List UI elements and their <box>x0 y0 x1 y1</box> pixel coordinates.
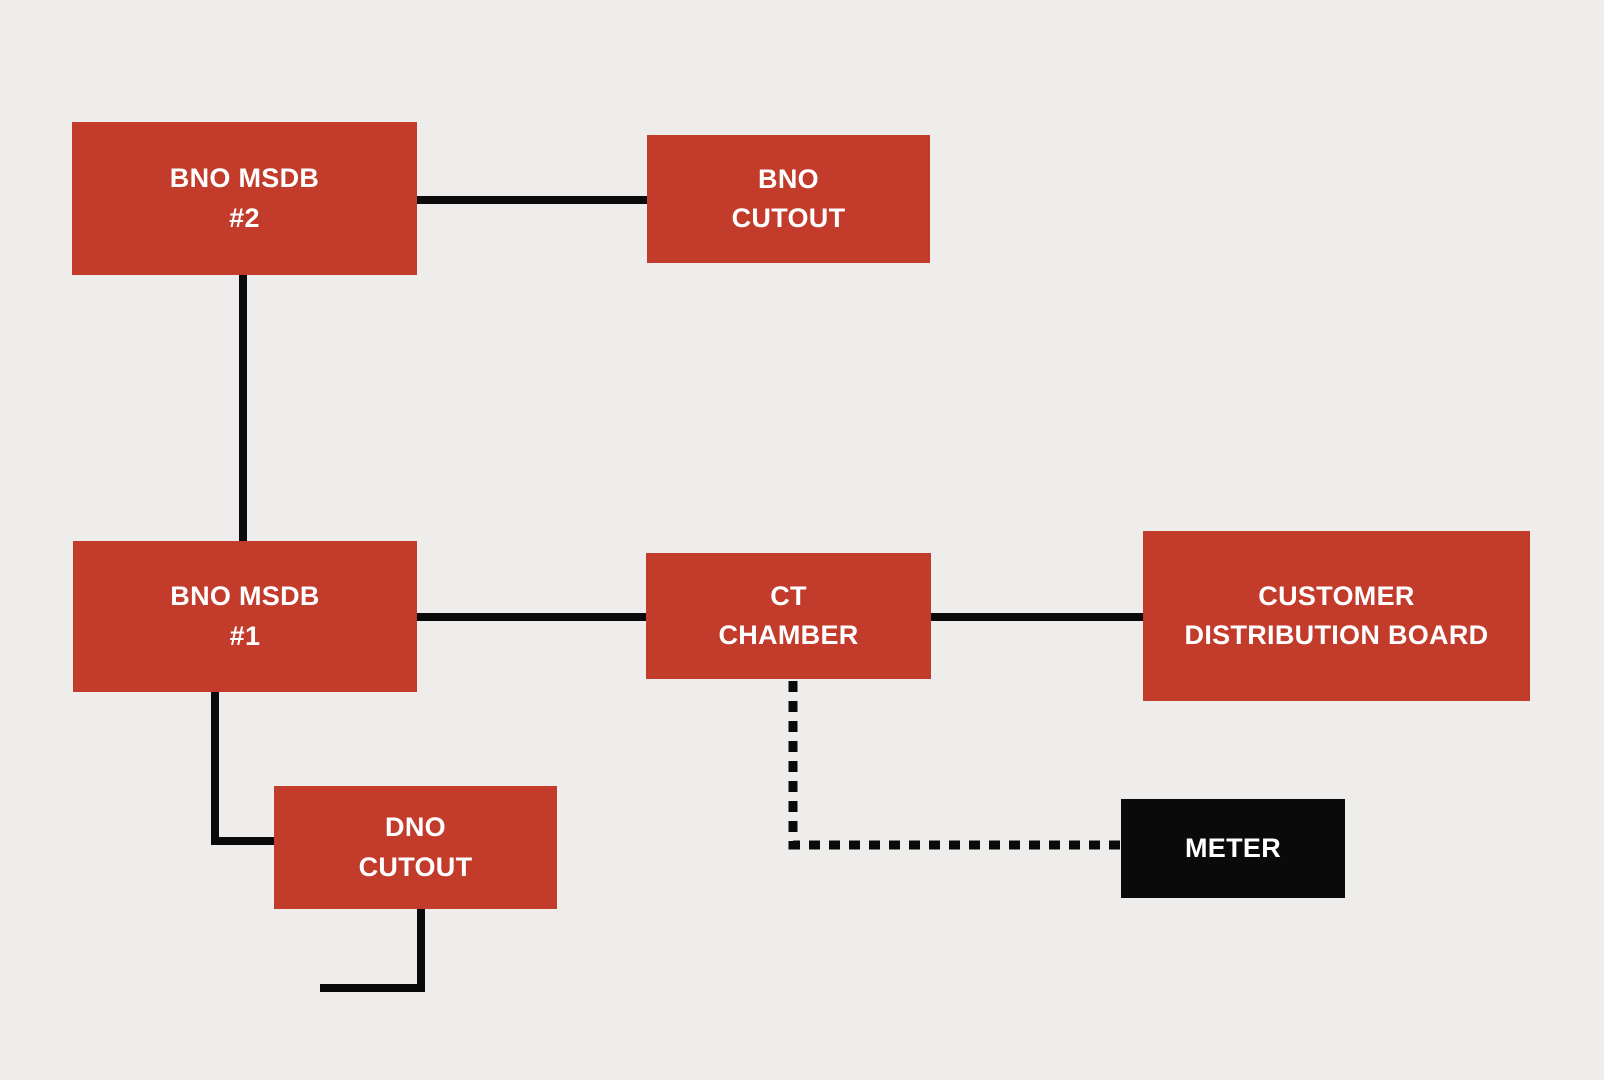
node-label: #2 <box>229 202 260 233</box>
node-customer-distribution-board: CUSTOMER DISTRIBUTION BOARD <box>1143 531 1530 701</box>
node-label: BNO MSDB <box>169 163 320 194</box>
node-label: BNO <box>758 163 819 194</box>
node-dno-cutout: DNO CUTOUT <box>274 786 557 909</box>
connector-msdb1-dnocutout <box>211 690 276 845</box>
node-bno-cutout: BNO CUTOUT <box>647 135 930 263</box>
node-label: CUTOUT <box>731 203 846 233</box>
node-bno-msdb-1: BNO MSDB #1 <box>73 541 417 692</box>
node-label: DISTRIBUTION BOARD <box>1184 620 1489 650</box>
node-label: #1 <box>229 620 261 651</box>
node-label: CUTOUT <box>358 851 473 882</box>
node-meter: METER <box>1121 799 1345 898</box>
connector-ctchamber-meter <box>788 681 1121 850</box>
node-label: CT <box>770 580 807 611</box>
node-label: CUSTOMER <box>1258 580 1415 611</box>
node-label: DNO <box>385 812 446 843</box>
connector-dnocutout-open-end <box>320 907 425 992</box>
node-label: METER <box>1185 832 1281 863</box>
node-ct-chamber: CT CHAMBER <box>646 553 931 679</box>
node-bno-msdb-2: BNO MSDB #2 <box>72 122 417 275</box>
node-label: BNO MSDB <box>170 581 320 612</box>
node-label: CHAMBER <box>718 620 859 650</box>
